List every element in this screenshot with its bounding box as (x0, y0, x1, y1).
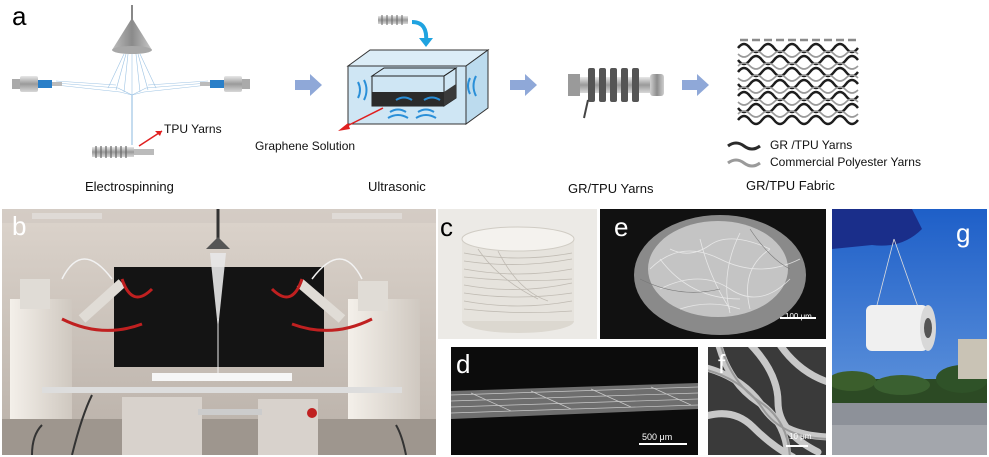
scale-bar-label-f: 10 μm (789, 432, 812, 441)
yarn-roll-icon (568, 68, 664, 119)
sem-image-cross-section (600, 209, 826, 339)
ultrasonic-bath-icon (346, 15, 490, 125)
scale-bar-label-d: 500 μm (642, 432, 673, 442)
step-label-gr-tpu-yarns: GR/TPU Yarns (568, 181, 654, 196)
panel-label-c: c (440, 212, 453, 242)
panel-label-g: g (956, 218, 971, 248)
schematic-drawing (12, 5, 859, 168)
syringe-left-icon (12, 76, 62, 92)
process-arrow-1 (295, 74, 322, 96)
tpu-yarns-label: TPU Yarns (164, 122, 222, 136)
fiber-spray (55, 53, 209, 96)
panel-label-a: a (12, 1, 27, 31)
step-label-gr-tpu-fabric: GR/TPU Fabric (746, 178, 835, 193)
photo-electrospinning-setup (2, 209, 436, 455)
graphene-solution-label: Graphene Solution (255, 139, 356, 153)
photo-yarn-spool (438, 209, 597, 339)
process-arrow-2 (510, 74, 537, 96)
legend-swatch-polyester (727, 158, 761, 168)
funnel-icon (112, 5, 152, 54)
legend-swatch-gr-tpu (727, 141, 761, 151)
panel-label-b: b (12, 211, 27, 241)
photo-spool-lift-outdoor (832, 209, 987, 455)
step-label-ultrasonic: Ultrasonic (368, 179, 426, 194)
scale-bar-label-e: 100 μm (785, 312, 812, 321)
step-label-electrospinning: Electrospinning (85, 179, 174, 194)
panel-label-d: d (456, 349, 471, 379)
collector-roll-icon (92, 146, 154, 158)
sem-image-fibers (708, 347, 826, 455)
syringe-right-icon (200, 76, 250, 92)
legend-label-gr-tpu: GR /TPU Yarns (770, 138, 853, 152)
panel-label-f: f (718, 349, 726, 379)
process-arrow-3 (682, 74, 709, 96)
sem-image-longitudinal (451, 347, 698, 455)
panel-label-e: e (614, 212, 629, 242)
fabric-weave-icon (737, 38, 859, 126)
legend-label-polyester: Commercial Polyester Yarns (770, 155, 921, 169)
